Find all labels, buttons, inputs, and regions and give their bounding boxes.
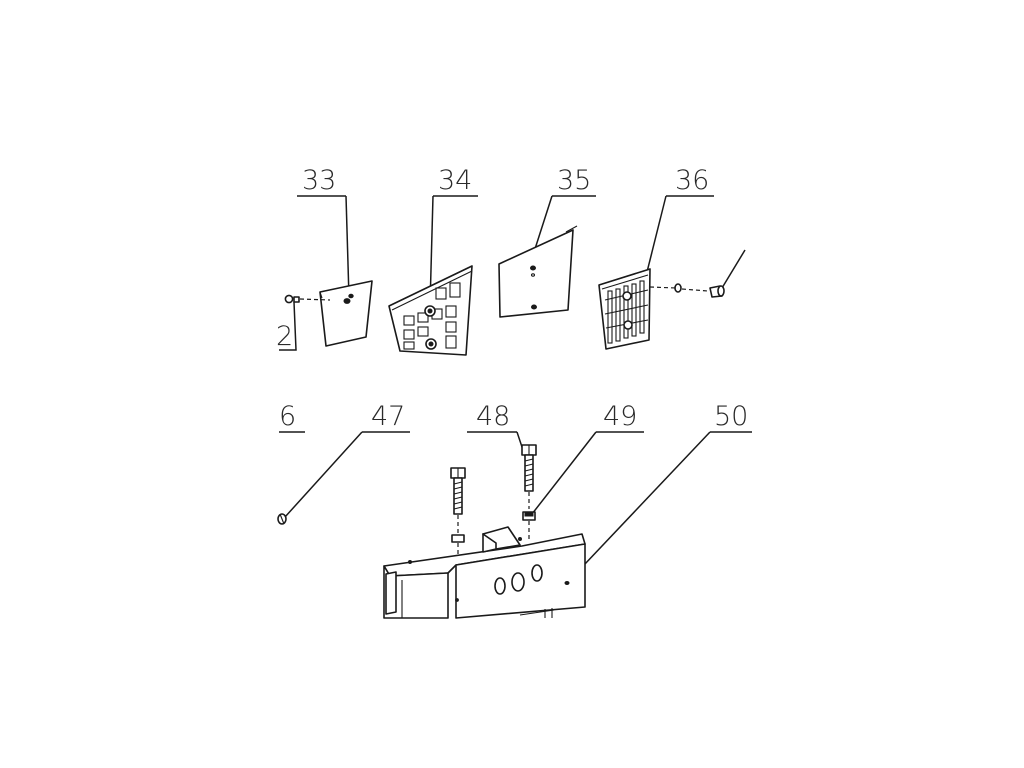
bolt-left <box>450 467 466 556</box>
leader-50 <box>565 431 711 585</box>
callout-47: 47 <box>371 401 405 432</box>
part-48-bolt <box>521 444 537 509</box>
part-36-vented-plate <box>598 268 651 350</box>
part-50-bracket <box>383 526 586 619</box>
callout-50: 50 <box>714 401 748 432</box>
leader-35 <box>533 195 553 253</box>
leader-36 <box>645 195 667 277</box>
callout-partial-left-top: 2 <box>276 321 293 352</box>
leader-partial-right <box>721 249 746 289</box>
screw-left-top <box>284 294 331 304</box>
callout-34: 34 <box>438 165 472 196</box>
part-33-plate <box>319 280 373 347</box>
callout-33: 33 <box>302 165 336 196</box>
screw-right-top <box>649 283 725 298</box>
part-34-grid-plate <box>388 265 473 356</box>
part-35-plain-plate <box>498 225 578 318</box>
leader-lines <box>279 195 752 585</box>
leader-47 <box>284 431 363 518</box>
callout-48: 48 <box>476 401 510 432</box>
leader-49 <box>531 431 597 515</box>
callout-35: 35 <box>557 165 591 196</box>
leader-partial-left-top <box>279 301 297 351</box>
callout-partial-left-bottom: 6 <box>279 401 296 432</box>
part-49-nut <box>522 511 536 540</box>
part-47-screw <box>277 513 287 525</box>
callout-36: 36 <box>675 165 709 196</box>
leader-33 <box>345 195 350 299</box>
callout-49: 49 <box>603 401 637 432</box>
